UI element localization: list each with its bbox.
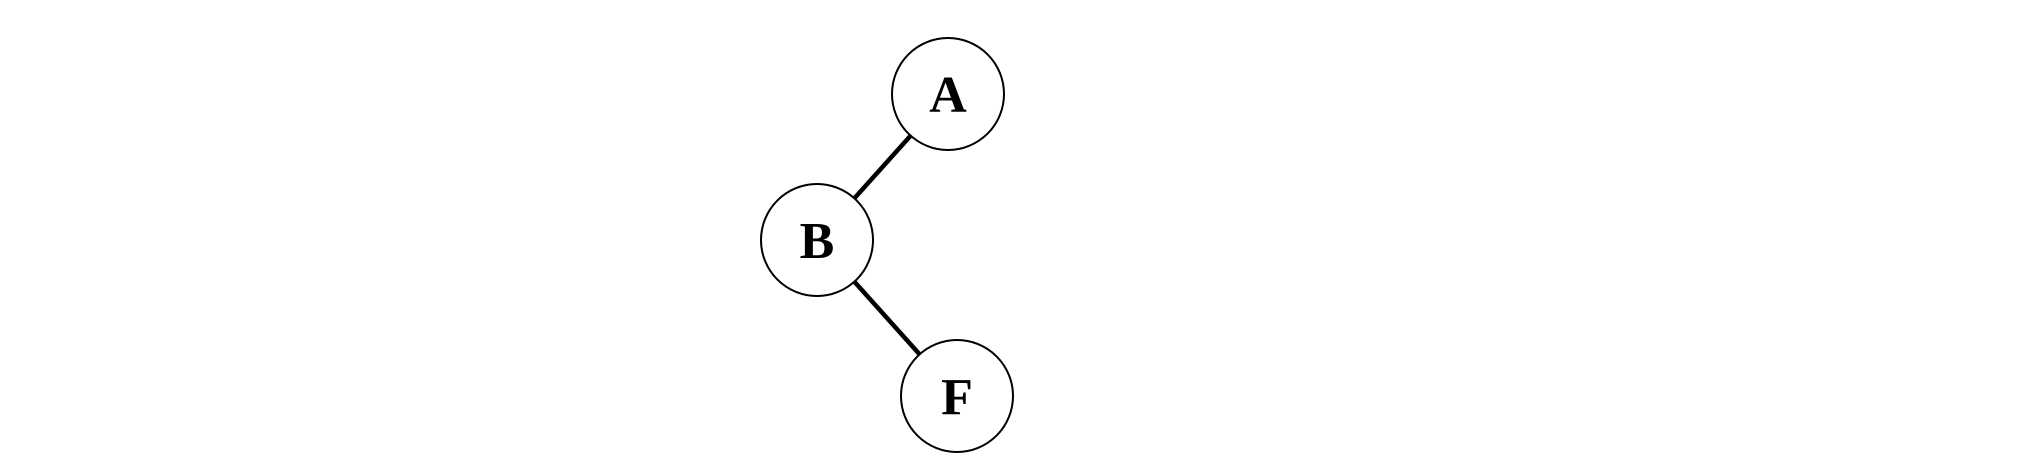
node-f-circle xyxy=(900,339,1014,453)
node-f: F xyxy=(900,339,1014,453)
node-a-label: A xyxy=(929,67,967,124)
node-b: B xyxy=(760,183,874,297)
node-b-label: B xyxy=(800,213,835,270)
node-f-label: F xyxy=(941,369,973,426)
node-a: A xyxy=(891,37,1005,151)
node-b-circle xyxy=(760,183,874,297)
node-a-circle xyxy=(891,37,1005,151)
